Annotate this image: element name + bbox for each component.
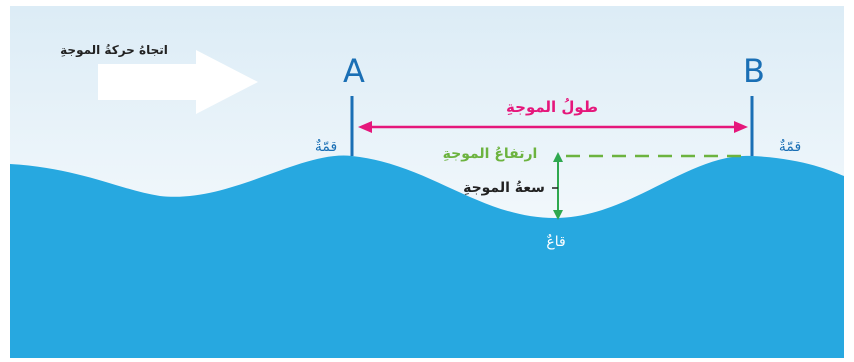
crest-left-label: قمّةٌ (315, 139, 337, 155)
point-b-label: B (743, 52, 765, 90)
wavelength-arrow (358, 121, 748, 133)
point-a-label: A (343, 52, 365, 90)
wavelength-label: طولُ الموجةِ (506, 98, 598, 116)
trough-label: قاعٌ (546, 234, 565, 250)
direction-label: اتجاهُ حركةُ الموجةِ (60, 43, 168, 58)
crest-right-label: قمّةٌ (779, 139, 801, 155)
amplitude-arrow (552, 152, 563, 220)
direction-arrow (98, 50, 258, 114)
amplitude-label: سعةُ الموجةِ (463, 180, 545, 196)
wave-height-label: ارتفاعُ الموجةِ (443, 146, 538, 162)
water-surface (10, 155, 844, 358)
